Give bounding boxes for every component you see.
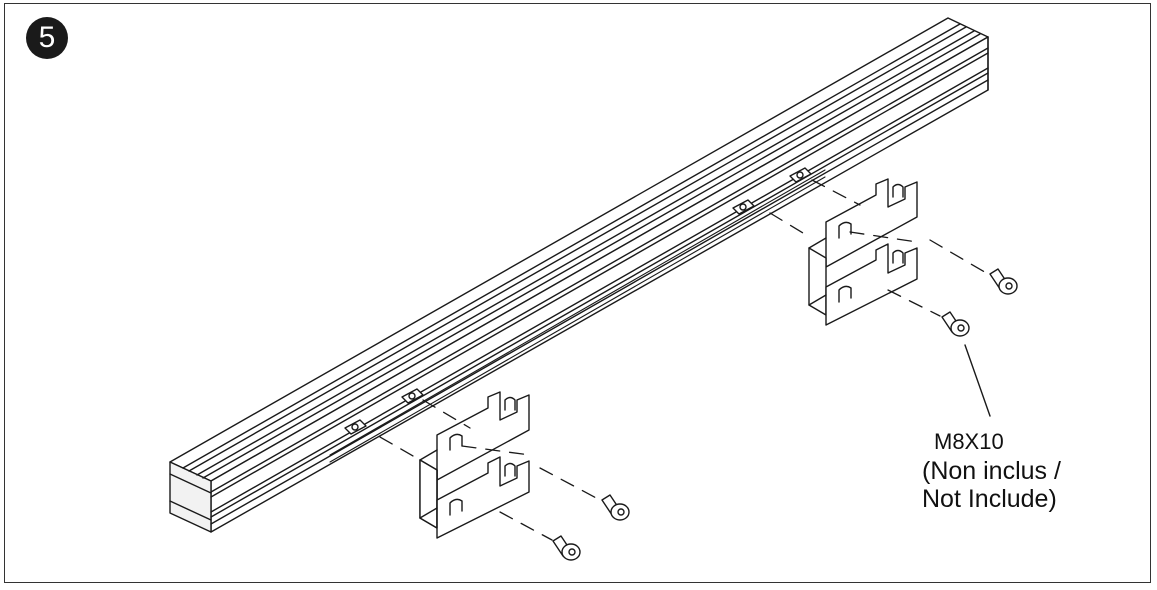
figure-frame: [4, 3, 1151, 583]
screw-size-label: M8X10: [934, 429, 1004, 454]
screw-left-lower: [552, 535, 581, 561]
rail-profile: [169, 17, 989, 533]
mounting-bracket-right: [808, 178, 918, 326]
callout-leader-line: [964, 344, 991, 417]
screw-right-upper: [989, 268, 1018, 295]
screw-right-lower: [941, 311, 970, 337]
step-number-badge: 5: [26, 17, 68, 59]
mounting-bracket-left: [419, 391, 530, 539]
screw-left-upper: [601, 494, 630, 521]
assembly-guide-lines: [379, 179, 989, 541]
screw-note-line-2: Not Include): [922, 485, 1057, 513]
t-nut-group-left: [344, 388, 424, 435]
t-nut-group-right: [732, 167, 812, 215]
screw-note-line-1: (Non inclus /: [922, 457, 1061, 485]
